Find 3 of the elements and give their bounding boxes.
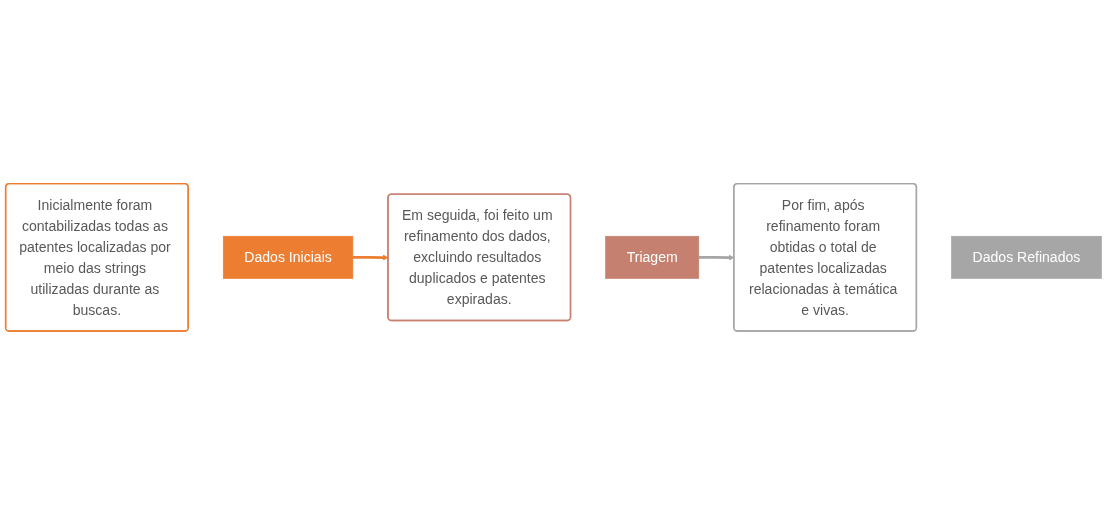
node-box: Dados Refinados: [951, 235, 1102, 279]
node-box: Triagem: [605, 235, 700, 279]
node-box: Dados Iniciais: [222, 235, 354, 279]
